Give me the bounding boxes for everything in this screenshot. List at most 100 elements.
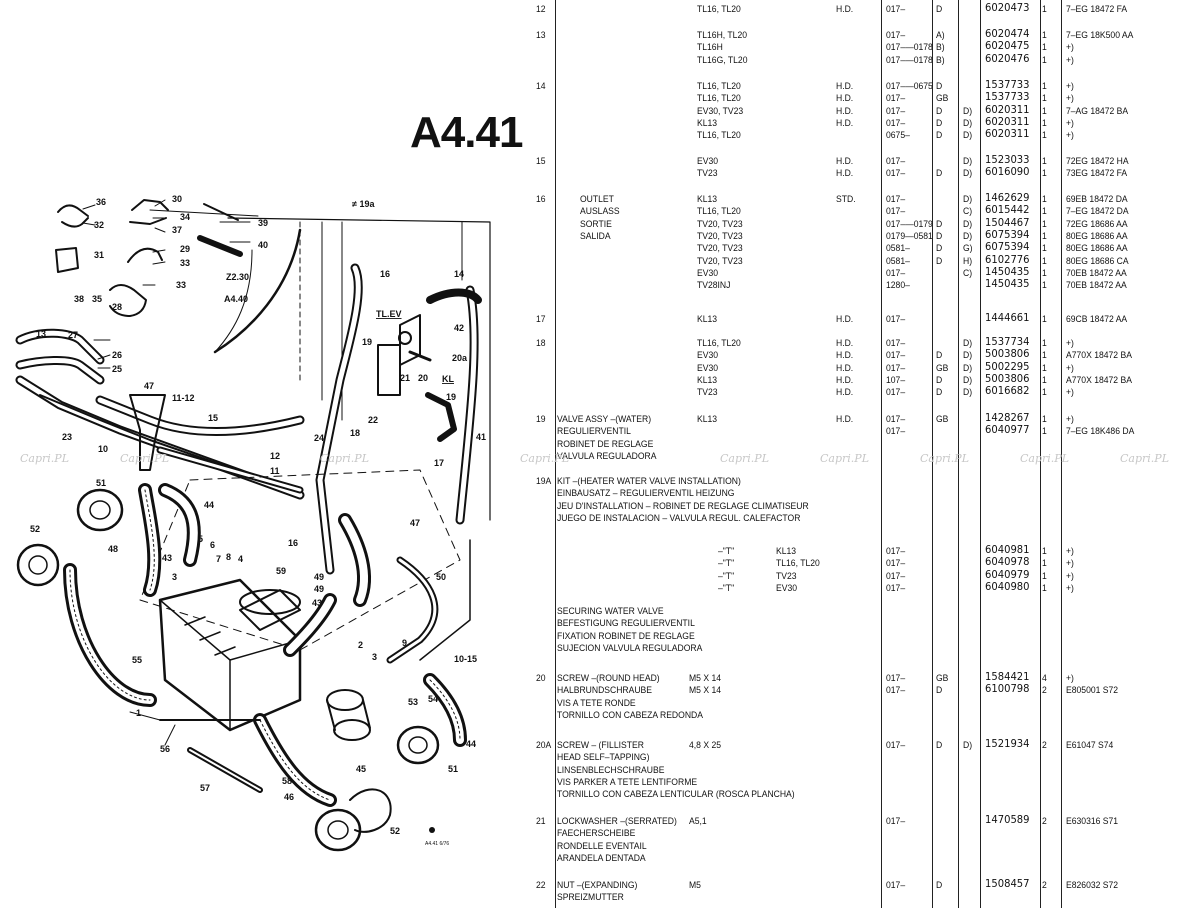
item-description: EINBAUSATZ – REGULIERVENTIL HEIZUNG: [557, 488, 735, 499]
item-ref: 14: [536, 80, 546, 92]
svg-text:≠ 19a: ≠ 19a: [352, 199, 375, 209]
date-range: 017–: [886, 570, 906, 581]
item-description: JUEGO DE INSTALACION – VALVULA REGUL. CA…: [557, 512, 801, 524]
date-range: 017–: [886, 313, 906, 325]
part-number: 6020476: [985, 53, 1030, 65]
date-range: 017–: [886, 168, 906, 179]
model-code: TV20, TV23: [697, 230, 743, 242]
ford-number: 80EG 18686 CA: [1066, 255, 1129, 266]
quantity: 2: [1042, 815, 1047, 827]
model-code: KL13: [697, 117, 718, 129]
svg-text:39: 39: [258, 218, 268, 228]
part-number: 1450435: [985, 266, 1030, 279]
svg-text:16: 16: [380, 269, 390, 279]
item-ref: 15: [536, 155, 546, 167]
model-code: TL16, TL20: [697, 93, 741, 104]
date-range: 017–: [886, 206, 906, 217]
model-code: TL16H: [697, 42, 723, 53]
svg-text:16: 16: [288, 538, 298, 548]
part-number: 1584421: [985, 671, 1030, 684]
country-code: D: [936, 739, 943, 751]
svg-text:KL: KL: [442, 374, 454, 384]
ford-number: 7–EG 18472 FA: [1066, 3, 1128, 15]
item-description: RONDELLE EVENTAIL: [557, 840, 647, 851]
item-ref: 19A: [536, 475, 552, 487]
svg-text:57: 57: [200, 783, 210, 793]
svg-text:55: 55: [132, 655, 142, 665]
duty-code: H.D.: [836, 374, 854, 386]
ford-number: +): [1066, 80, 1074, 92]
quantity: 1: [1042, 255, 1047, 266]
svg-text:3: 3: [172, 572, 177, 582]
note-code: D): [963, 117, 973, 129]
quantity: 1: [1042, 230, 1047, 242]
type-marker: –"T": [718, 545, 735, 557]
quantity: 1: [1042, 386, 1047, 398]
column-rule: [881, 0, 882, 908]
item-ref: 21: [536, 815, 546, 827]
note-code: D): [963, 230, 973, 242]
size-spec: M5 X 14: [689, 672, 722, 684]
column-rule: [1040, 0, 1041, 908]
item-ref: 20: [536, 672, 546, 684]
ford-number: E826032 S72: [1066, 879, 1119, 891]
part-number: 6040979: [985, 569, 1030, 581]
part-number: 6040981: [985, 544, 1030, 557]
svg-text:45: 45: [356, 764, 366, 774]
part-number: 1521934: [985, 738, 1030, 751]
item-description: VALVE ASSY –(WATER): [557, 413, 652, 425]
svg-text:20: 20: [418, 373, 428, 383]
quantity: 1: [1042, 117, 1047, 129]
watermark-text: Capri.PL: [1120, 452, 1169, 465]
country-code: D: [936, 386, 943, 398]
item-ref: 16: [536, 193, 546, 205]
size-spec: A5,1: [689, 815, 707, 827]
svg-text:10-15: 10-15: [454, 654, 477, 664]
ford-number: 73EG 18472 FA: [1066, 168, 1128, 179]
svg-text:59: 59: [276, 566, 286, 576]
quantity: 1: [1042, 279, 1047, 291]
model-code: EV30: [697, 350, 719, 361]
item-ref: 12: [536, 3, 546, 15]
note-code: D): [963, 350, 973, 361]
item-description: FAECHERSCHEIBE: [557, 828, 636, 839]
item-description: OUTLET: [580, 193, 614, 205]
country-code: D: [936, 255, 943, 266]
part-number: 6020311: [985, 104, 1030, 116]
svg-text:34: 34: [180, 212, 190, 222]
svg-text:11-12: 11-12: [172, 393, 195, 403]
quantity: 1: [1042, 193, 1047, 205]
svg-text:17: 17: [434, 458, 444, 468]
quantity: 2: [1042, 879, 1047, 891]
size-spec: M5 X 14: [689, 685, 722, 696]
date-range: 107–: [886, 374, 906, 386]
watermark-text: Capri.PL: [120, 452, 169, 465]
model-code: TL16, TL20: [697, 206, 741, 217]
item-description: JEU D'INSTALLATION – ROBINET DE REGLAGE …: [557, 500, 809, 511]
part-number: 1444661: [985, 312, 1030, 325]
svg-text:28: 28: [112, 302, 122, 312]
country-code: GB: [936, 362, 949, 373]
svg-text:12: 12: [270, 451, 280, 461]
note-code: D): [963, 386, 973, 398]
date-range: 017–: [886, 545, 906, 557]
svg-text:20a: 20a: [452, 353, 468, 363]
note-code: D): [963, 168, 973, 179]
part-number: 5002295: [985, 361, 1030, 373]
svg-text:42: 42: [454, 323, 464, 333]
svg-text:37: 37: [172, 225, 182, 235]
item-description: TORNILLO CON CABEZA LENTICULAR (ROSCA PL…: [557, 788, 795, 800]
date-range: 017–—0675: [886, 80, 933, 92]
svg-text:14: 14: [454, 269, 464, 279]
model-code: TV23: [776, 570, 797, 581]
part-number: 5003806: [985, 373, 1030, 386]
quantity: 1: [1042, 29, 1047, 41]
part-number: 6100798: [985, 684, 1030, 696]
part-number: 6075394: [985, 229, 1030, 242]
svg-text:58: 58: [282, 776, 292, 786]
quantity: 1: [1042, 545, 1047, 557]
date-range: 017–: [886, 105, 906, 116]
quantity: 1: [1042, 242, 1047, 254]
quantity: 1: [1042, 54, 1047, 65]
